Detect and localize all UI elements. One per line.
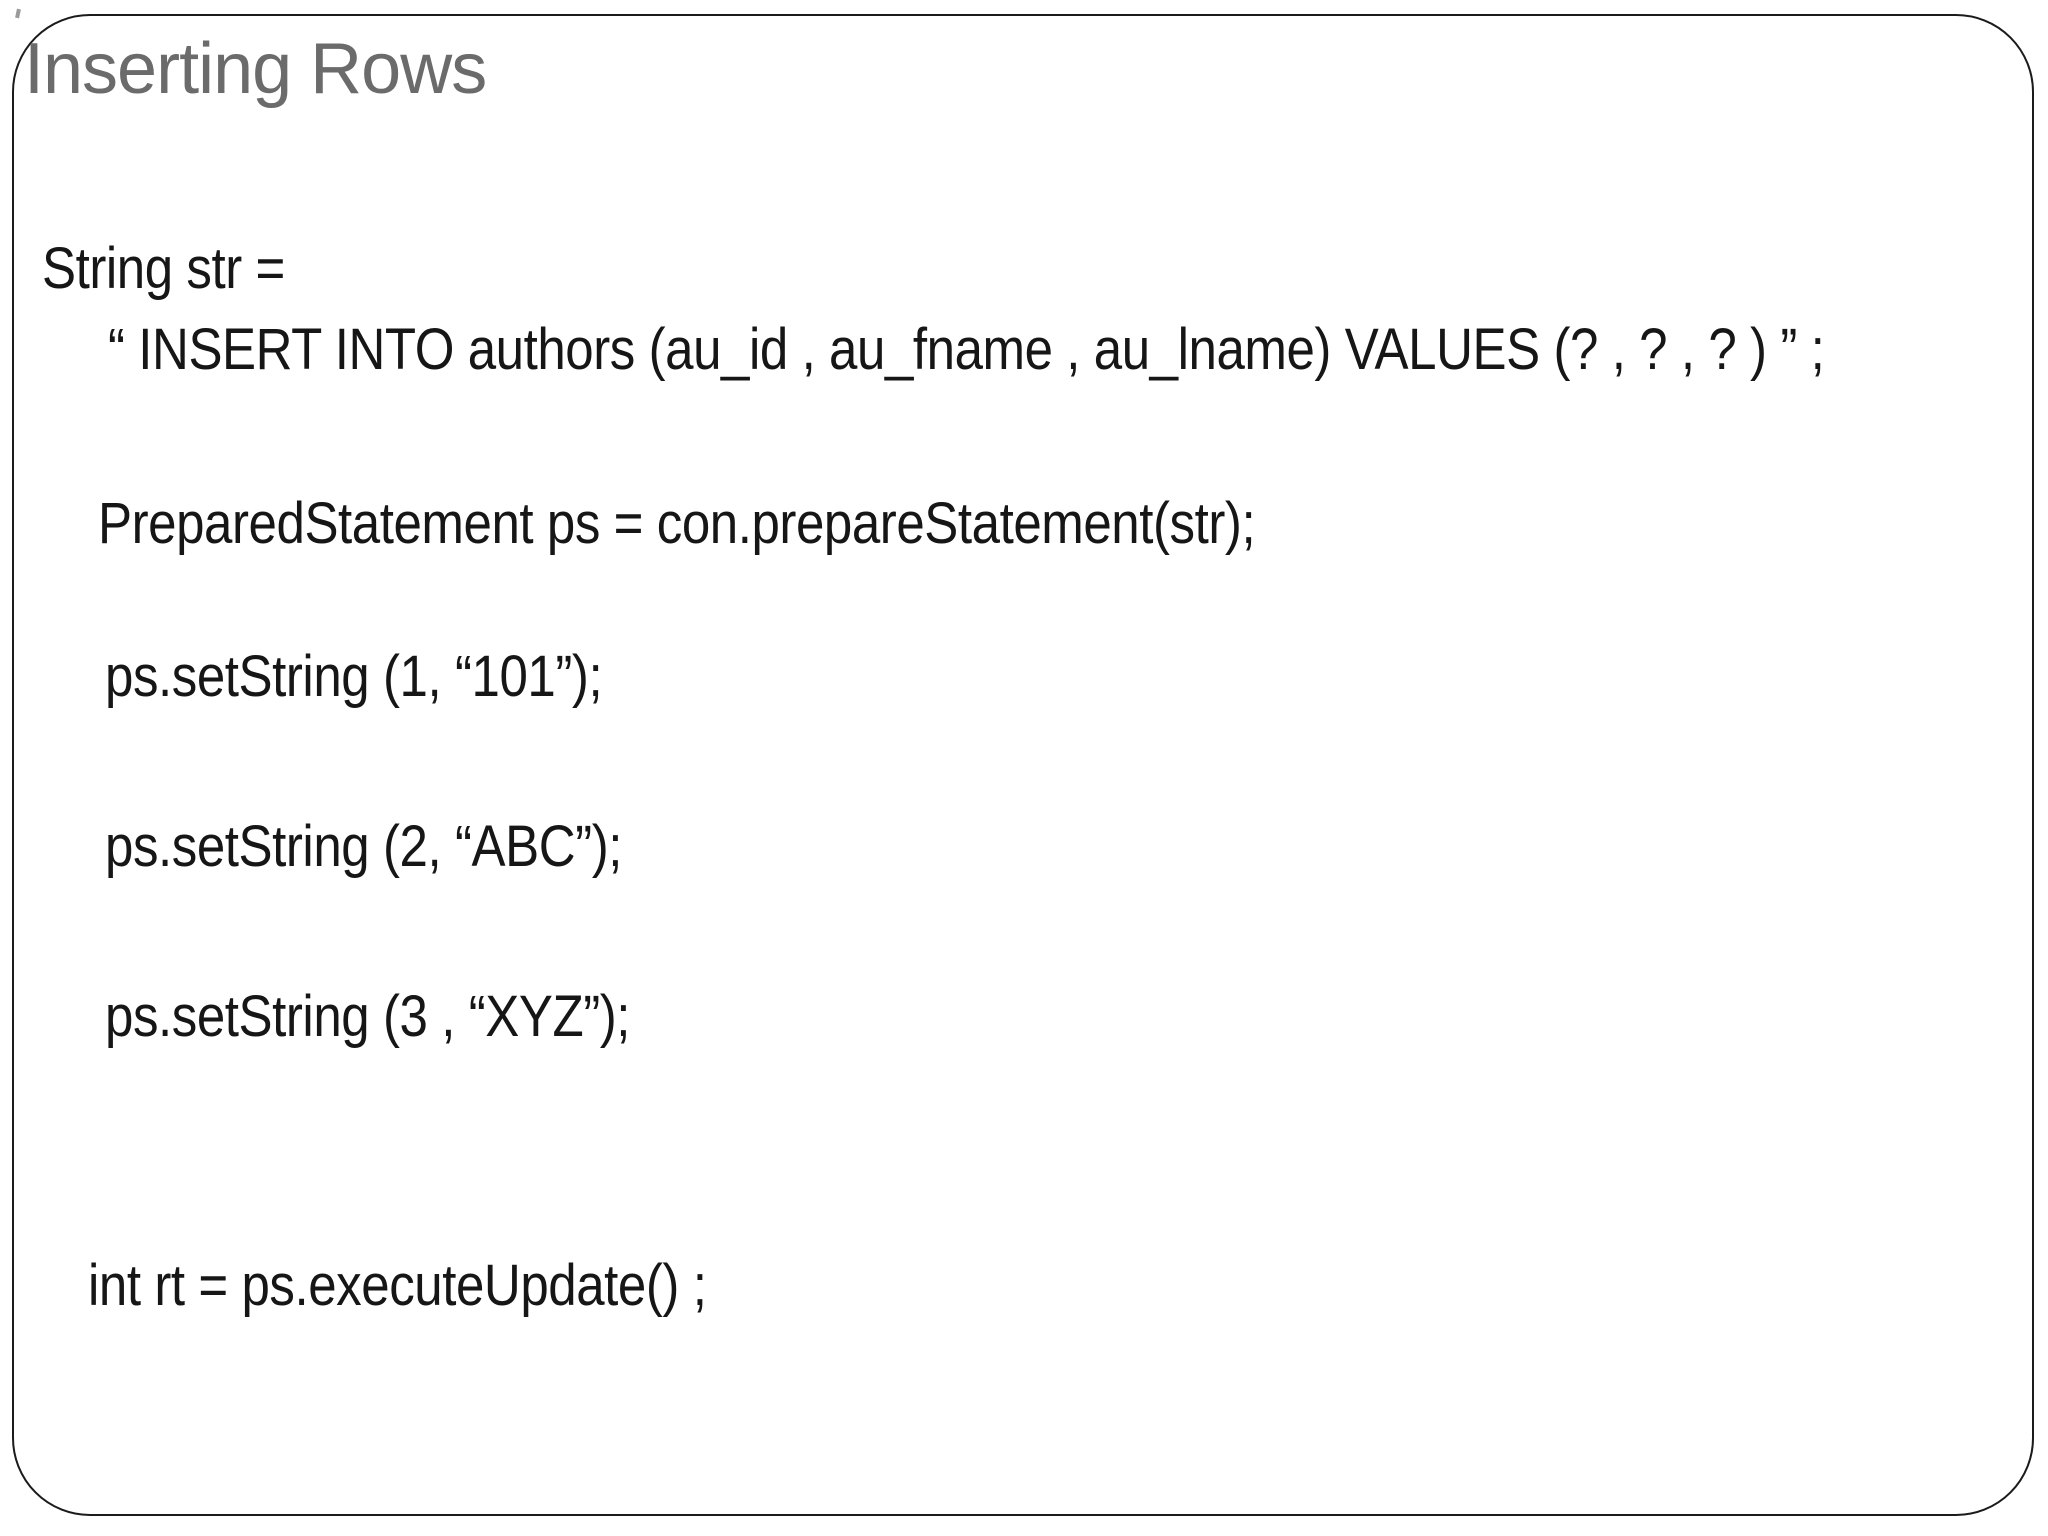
slide-title: Inserting Rows (24, 29, 487, 109)
slide-frame: Inserting Rows String str = “ INSERT INT… (12, 14, 2034, 1516)
code-line-setstring-1: ps.setString (1, “101”); (105, 644, 603, 709)
code-line-prepared-statement: PreparedStatement ps = con.prepareStatem… (98, 491, 1256, 556)
code-line-insert-sql: “ INSERT INTO authors (au_id , au_fname … (108, 317, 1825, 382)
code-line-setstring-2: ps.setString (2, “ABC”); (105, 814, 622, 879)
scan-artifact-speck (15, 8, 21, 19)
code-line-setstring-3: ps.setString (3 , “XYZ”); (105, 984, 631, 1049)
code-line-execute-update: int rt = ps.executeUpdate() ; (88, 1253, 707, 1318)
code-line-string-declaration: String str = (42, 236, 285, 301)
